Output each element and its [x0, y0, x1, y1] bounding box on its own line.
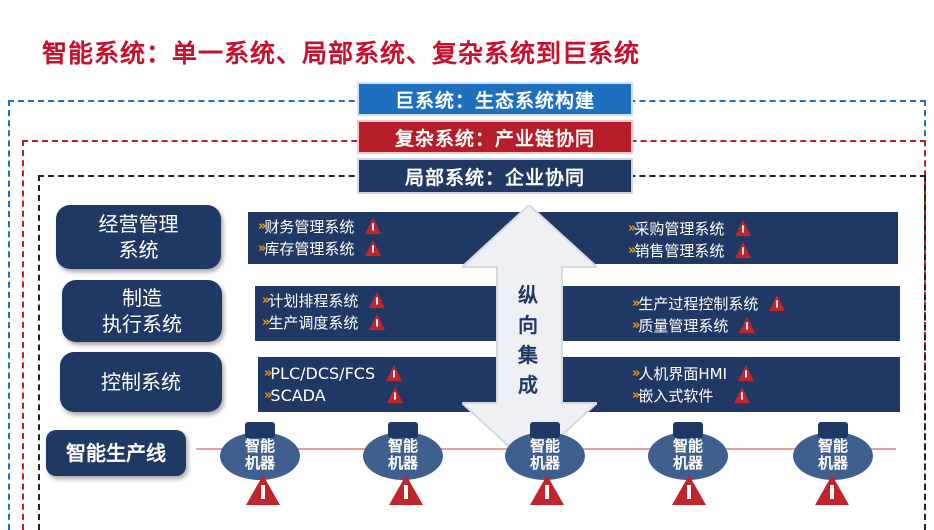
smart-machine-label: 智能机器 — [818, 437, 849, 472]
warning-icon — [734, 386, 751, 404]
smart-machine-icon — [793, 422, 873, 480]
list-item: »生产过程控制系统 — [632, 292, 786, 314]
hazard-icon — [815, 475, 849, 505]
layer-mes-right-items: »生产过程控制系统 »质量管理系统 — [632, 292, 786, 336]
chevron-right-icon: » — [258, 240, 267, 256]
smart-machine-label: 智能机器 — [245, 437, 276, 472]
hazard-icon — [672, 475, 706, 505]
layer-label-line1: 经营管理 — [98, 212, 179, 236]
page-title: 智能系统：单一系统、局部系统、复杂系统到巨系统 — [42, 39, 641, 68]
list-item: »销售管理系统 — [628, 239, 752, 261]
chevron-right-icon: » — [264, 387, 273, 403]
layer-label-control: 控制系统 — [60, 352, 222, 412]
hazard-icon — [246, 475, 280, 505]
chevron-right-icon: » — [628, 242, 637, 258]
list-item: »SCADA — [264, 384, 404, 406]
vertical-integration-arrow — [462, 205, 597, 465]
hazard-icon — [530, 475, 564, 505]
local-system-tag: 局部系统：企业协同 — [357, 158, 633, 194]
smart-machine-icon — [220, 422, 300, 480]
layer-label-line2: 执行系统 — [102, 312, 182, 336]
chevron-right-icon: » — [632, 295, 641, 311]
layer-band-mes — [255, 286, 900, 341]
smart-machine-icon — [648, 422, 728, 480]
vertical-integration-label: 纵 向 集 成 — [518, 283, 538, 397]
list-item: »生产调度系统 — [262, 311, 386, 333]
complex-system-tag: 复杂系统：产业链协同 — [357, 120, 633, 154]
chevron-right-icon: » — [262, 292, 271, 308]
warning-icon — [369, 291, 386, 309]
chevron-right-icon: » — [632, 317, 641, 333]
smart-machine-label: 智能机器 — [530, 437, 561, 472]
list-item: »计划排程系统 — [262, 289, 386, 311]
chevron-right-icon: » — [632, 365, 641, 381]
smart-machine-icon — [505, 422, 585, 480]
layer-business-left-items: »财务管理系统 »库存管理系统 — [258, 215, 382, 259]
production-line-label: 智能生产线 — [46, 430, 186, 476]
smart-machine-label: 智能机器 — [388, 437, 419, 472]
layer-control-left-items: »PLC/DCS/FCS »SCADA — [264, 362, 404, 406]
warning-icon — [365, 217, 382, 235]
warning-icon — [739, 316, 756, 334]
chevron-right-icon: » — [258, 218, 267, 234]
smart-machine-icon — [363, 422, 443, 480]
list-item: »采购管理系统 — [628, 217, 752, 239]
list-item: »嵌入式软件 — [632, 384, 755, 406]
chevron-right-icon: » — [264, 365, 273, 381]
warning-icon — [386, 364, 403, 382]
chevron-right-icon: » — [262, 314, 271, 330]
list-item: »财务管理系统 — [258, 215, 382, 237]
layer-mes-left-items: »计划排程系统 »生产调度系统 — [262, 289, 386, 333]
warning-icon — [369, 313, 386, 331]
layer-control-right-items: »人机界面HMI »嵌入式软件 — [632, 362, 755, 406]
mega-system-tag: 巨系统：生态系统构建 — [357, 82, 633, 116]
layer-label-line1: 控制系统 — [101, 370, 181, 394]
layer-label-mes: 制造 执行系统 — [62, 280, 222, 342]
chevron-right-icon: » — [628, 220, 637, 236]
smart-machine-label: 智能机器 — [673, 437, 704, 472]
layer-business-right-items: »采购管理系统 »销售管理系统 — [628, 217, 752, 261]
list-item: »人机界面HMI — [632, 362, 755, 384]
warning-icon — [737, 364, 755, 382]
warning-icon — [735, 219, 752, 237]
layer-label-line1: 制造 — [122, 286, 162, 310]
layer-label-line2: 系统 — [118, 238, 159, 262]
list-item: »质量管理系统 — [632, 314, 786, 336]
list-item: »PLC/DCS/FCS — [264, 362, 404, 384]
list-item: »库存管理系统 — [258, 237, 382, 259]
layer-label-business: 经营管理 系统 — [56, 205, 221, 269]
warning-icon — [735, 241, 752, 259]
hazard-icon — [389, 475, 423, 505]
warning-icon — [386, 386, 403, 404]
warning-icon — [365, 239, 382, 257]
chevron-right-icon: » — [632, 387, 641, 403]
warning-icon — [769, 294, 786, 312]
